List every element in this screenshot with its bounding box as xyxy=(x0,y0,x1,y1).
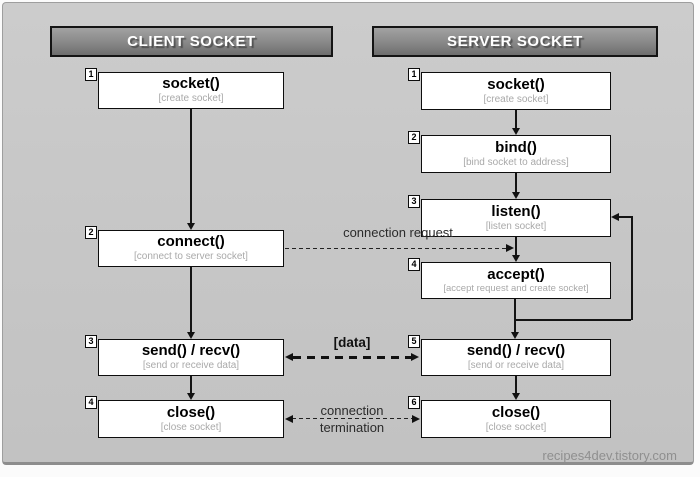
arrowhead-down-icon xyxy=(511,332,519,339)
node-client-close: 4 close() [close socket] xyxy=(85,396,284,438)
arrowhead-down-icon xyxy=(512,192,520,199)
node-title: accept() xyxy=(487,265,545,283)
node-subtitle: [send or receive data] xyxy=(142,360,240,372)
data-label: [data] xyxy=(333,335,371,350)
node-title: close() xyxy=(166,403,216,421)
watermark: recipes4dev.tistory.com xyxy=(542,448,677,463)
arrowhead-left-icon xyxy=(611,213,619,221)
node-server-accept: 4 accept() [accept request and create so… xyxy=(408,258,611,299)
step-number-badge: 2 xyxy=(408,131,420,144)
step-number-badge: 6 xyxy=(408,396,420,409)
arrowhead-down-icon xyxy=(187,223,195,230)
arrow-server-socket-to-bind xyxy=(515,110,517,128)
arrow-client-send-to-close xyxy=(190,376,192,393)
node-subtitle: [listen socket] xyxy=(485,220,547,232)
step-number-badge: 4 xyxy=(408,258,420,271)
arrowhead-down-icon xyxy=(187,393,195,400)
node-subtitle: [create socket] xyxy=(483,93,549,105)
step-number-badge: 1 xyxy=(408,68,420,81)
step-number-badge: 3 xyxy=(85,335,97,348)
arrowhead-down-icon xyxy=(512,128,520,135)
arrow-server-send-to-close xyxy=(515,376,517,393)
node-subtitle: [connect to server socket] xyxy=(134,251,248,263)
node-server-bind: 2 bind() [bind socket to address] xyxy=(408,131,611,173)
node-client-connect: 2 connect() [connect to server socket] xyxy=(85,226,284,267)
termination-label-line1: connection xyxy=(320,403,384,418)
connection-request-label: connection request xyxy=(343,225,453,240)
server-socket-header: SERVER SOCKET xyxy=(372,26,658,57)
node-title: close() xyxy=(491,403,541,421)
termination-label-line2: termination xyxy=(319,420,385,435)
arrowhead-left-icon xyxy=(285,415,293,423)
arrow-client-connect-to-send xyxy=(190,267,192,332)
node-subtitle: [accept request and create socket] xyxy=(443,283,589,295)
node-title: listen() xyxy=(491,202,541,220)
arrowhead-down-icon xyxy=(187,332,195,339)
node-client-send-recv: 3 send() / recv() [send or receive data] xyxy=(85,335,284,376)
diagram-canvas: CLIENT SOCKET SERVER SOCKET 1 socket() [… xyxy=(2,2,694,465)
node-client-socket: 1 socket() [create socket] xyxy=(85,68,284,109)
step-number-badge: 4 xyxy=(85,396,97,409)
node-title: connect() xyxy=(157,233,225,251)
step-number-badge: 2 xyxy=(85,226,97,239)
loop-line-right xyxy=(631,216,633,320)
client-socket-header: CLIENT SOCKET xyxy=(50,26,333,57)
arrowhead-right-icon xyxy=(412,415,420,423)
node-server-listen: 3 listen() [listen socket] xyxy=(408,195,611,237)
arrow-client-socket-to-connect xyxy=(190,109,192,223)
node-subtitle: [create socket] xyxy=(158,93,224,105)
loop-line-top xyxy=(619,216,632,218)
arrowhead-right-icon xyxy=(411,353,419,361)
node-title: send() / recv() xyxy=(141,342,241,360)
node-subtitle: [close socket] xyxy=(485,421,547,433)
step-number-badge: 1 xyxy=(85,68,97,81)
arrowhead-right-icon xyxy=(506,244,514,252)
arrow-server-accept-to-send xyxy=(514,299,516,332)
arrowhead-down-icon xyxy=(512,393,520,400)
node-subtitle: [bind socket to address] xyxy=(463,156,569,168)
node-server-socket: 1 socket() [create socket] xyxy=(408,68,611,110)
step-number-badge: 3 xyxy=(408,195,420,208)
node-title: send() / recv() xyxy=(466,342,566,360)
connection-request-dashed-line xyxy=(285,248,507,249)
arrowhead-left-icon xyxy=(285,353,293,361)
loop-line-bottom xyxy=(514,319,631,321)
step-number-badge: 5 xyxy=(408,335,420,348)
arrow-server-bind-to-listen xyxy=(515,173,517,192)
node-title: socket() xyxy=(162,75,220,93)
node-server-send-recv: 5 send() / recv() [send or receive data] xyxy=(408,335,611,376)
node-title: bind() xyxy=(495,138,537,156)
node-server-close: 6 close() [close socket] xyxy=(408,396,611,438)
arrowhead-down-icon xyxy=(512,255,520,262)
node-subtitle: [close socket] xyxy=(160,421,222,433)
arrow-server-listen-to-accept xyxy=(515,237,517,255)
data-dashed-line xyxy=(293,356,413,359)
node-subtitle: [send or receive data] xyxy=(467,360,565,372)
node-title: socket() xyxy=(487,75,545,93)
termination-dashed-line xyxy=(292,418,414,419)
